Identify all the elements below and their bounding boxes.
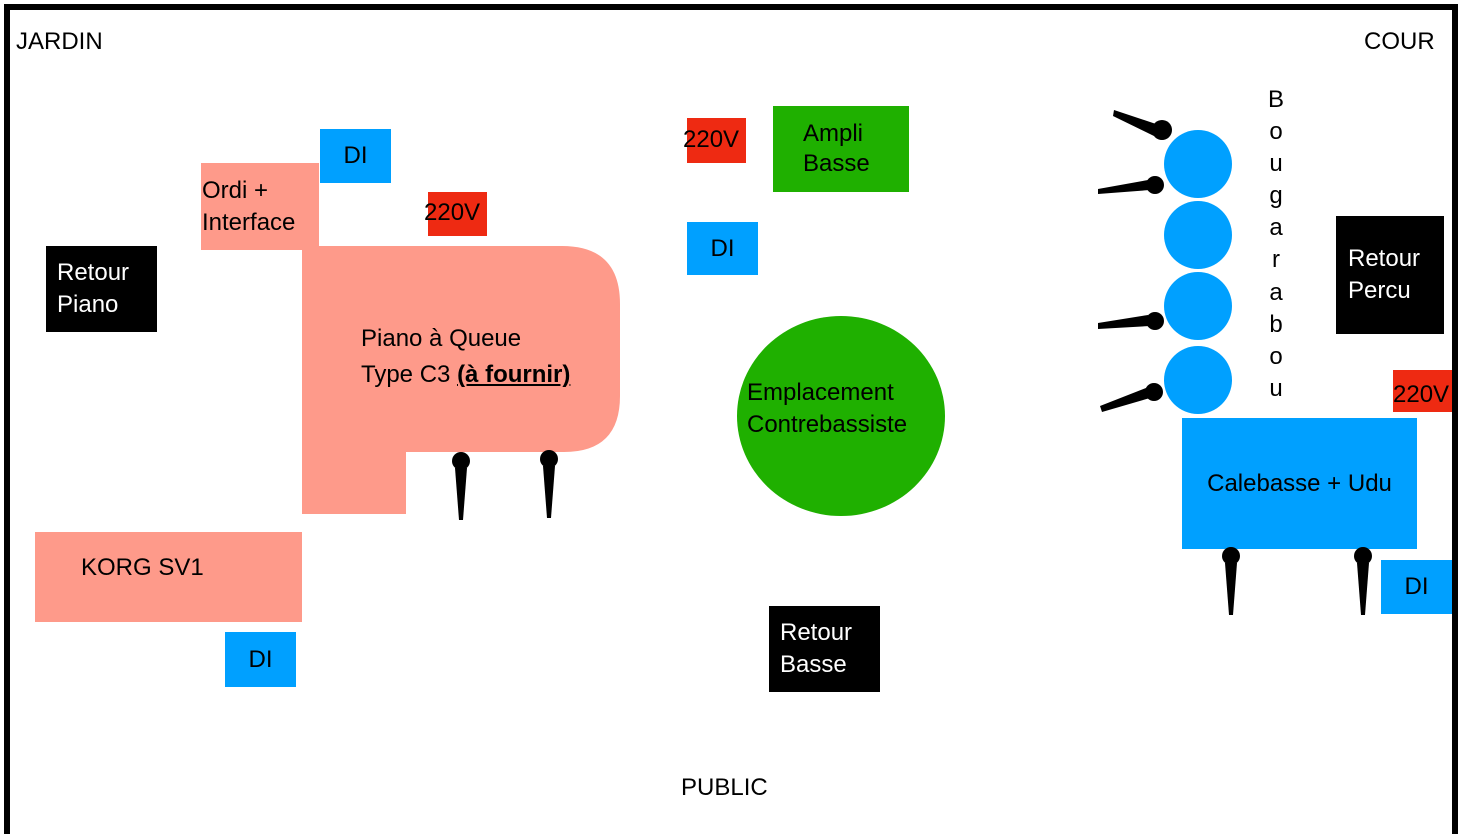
- double-bass-line2: Contrebassiste: [747, 411, 908, 438]
- grand-piano-line1: Piano à Queue: [361, 325, 522, 352]
- monitor-piano: Retour Piano: [46, 246, 157, 332]
- power-outlet-piano: 220V: [424, 192, 487, 236]
- grand-piano-line2: Type C3: [361, 361, 451, 388]
- computer-interface: Ordi + Interface: [201, 163, 319, 250]
- computer-interface-line1: Ordi +: [202, 176, 269, 204]
- double-bass-line1: Emplacement: [747, 379, 894, 406]
- side-cour-label: COUR: [1364, 28, 1435, 55]
- bougarabou-drum: [1164, 130, 1232, 198]
- di-box-computer: DI: [320, 129, 391, 183]
- bougarabou-drum: [1164, 272, 1232, 340]
- di-box-label: DI: [710, 234, 735, 262]
- grand-piano-shape: [302, 246, 620, 514]
- microphone-icon: [540, 450, 558, 518]
- calabash-udu: Calebasse + Udu: [1182, 418, 1417, 549]
- bougarabou-drum: [1164, 346, 1232, 414]
- di-box-label: DI: [343, 142, 368, 169]
- monitor-piano-line1: Retour: [57, 259, 130, 286]
- di-box-keyboard: DI: [225, 632, 296, 687]
- di-box-label: DI: [1404, 573, 1429, 600]
- microphone-icon: [1354, 547, 1372, 615]
- double-bass-position: [737, 316, 945, 516]
- di-box-percussion: DI: [1381, 560, 1452, 614]
- monitor-percussion: Retour Percu: [1336, 216, 1444, 334]
- microphone-icon: [1113, 110, 1172, 140]
- power-outlet-label: 220V: [683, 126, 740, 153]
- microphone-icon: [1098, 312, 1164, 330]
- di-box-bass: DI: [687, 222, 758, 275]
- microphone-icon: [1098, 176, 1164, 194]
- monitor-bass: Retour Basse: [769, 606, 880, 692]
- keyboard-korg-label: KORG SV1: [81, 554, 204, 581]
- power-outlet-bass: 220V: [683, 118, 746, 163]
- microphone-icon: [1100, 383, 1163, 412]
- bougarabou-label: B o u g a r a b o u: [1267, 86, 1284, 402]
- power-outlet-percussion: 220V: [1393, 370, 1452, 412]
- side-jardin-label: JARDIN: [16, 28, 103, 55]
- monitor-bass-line1: Retour: [780, 619, 853, 646]
- keyboard-korg: KORG SV1: [35, 532, 302, 622]
- microphone-icon: [452, 452, 470, 520]
- power-outlet-label: 220V: [1393, 381, 1450, 408]
- di-box-label: DI: [248, 645, 273, 673]
- monitor-percussion-line2: Percu: [1348, 277, 1411, 304]
- side-public-label: PUBLIC: [681, 774, 768, 801]
- computer-interface-line2: Interface: [202, 208, 296, 236]
- power-outlet-label: 220V: [424, 199, 481, 226]
- bougarabou-drum: [1164, 201, 1232, 269]
- monitor-percussion-line1: Retour: [1348, 245, 1421, 272]
- bass-amplifier-line1: Ampli: [803, 120, 864, 147]
- stage-plan: [4, 4, 1458, 834]
- grand-piano-note: (à fournir): [457, 361, 571, 388]
- grand-piano-label: Piano à Queue Type C3 (à fournir): [361, 321, 570, 393]
- monitor-piano-line2: Piano: [57, 291, 119, 318]
- bass-amplifier-line2: Basse: [803, 150, 870, 177]
- microphone-icon: [1222, 547, 1240, 615]
- bass-amplifier: Ampli Basse: [773, 106, 909, 192]
- double-bass-label: Emplacement Contrebassiste: [747, 377, 907, 441]
- monitor-bass-line2: Basse: [780, 651, 847, 678]
- calabash-udu-label: Calebasse + Udu: [1207, 469, 1392, 497]
